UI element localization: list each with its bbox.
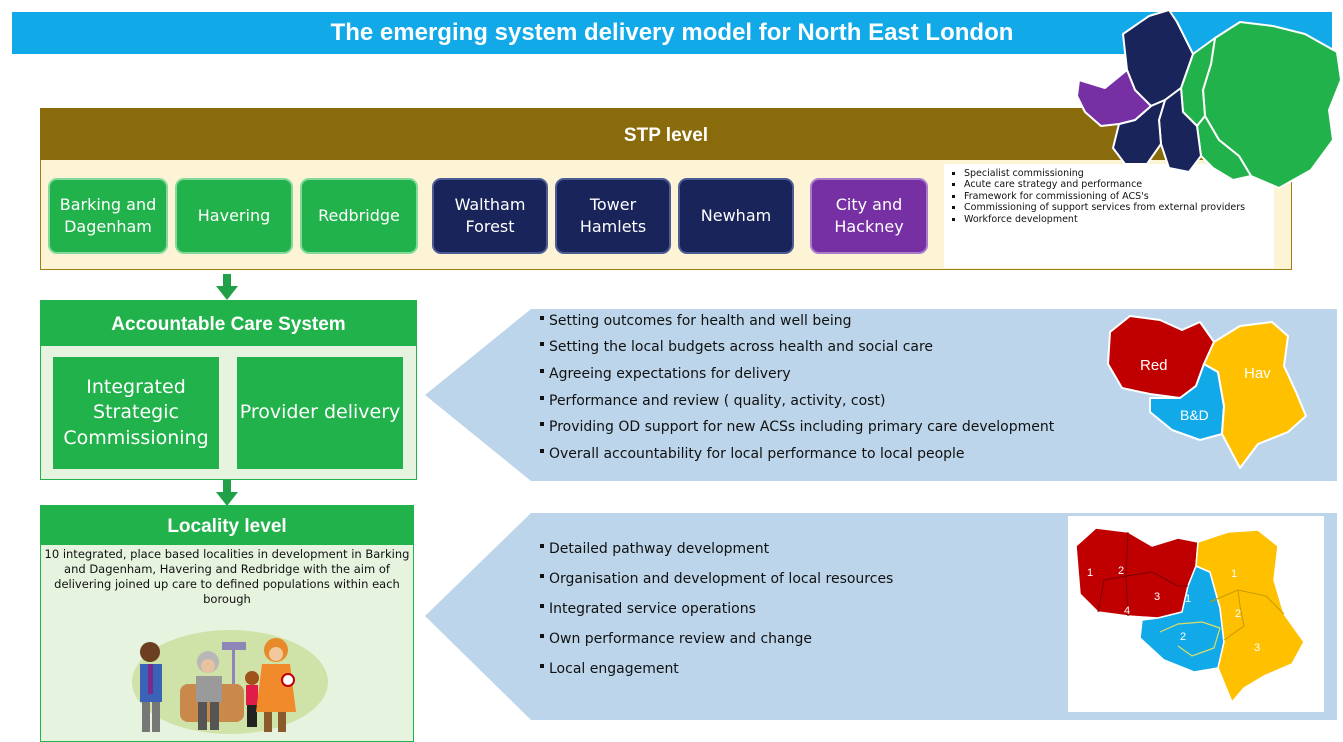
borough-city-and-hackney: City and Hackney bbox=[810, 178, 928, 254]
bullet-icon bbox=[540, 544, 544, 548]
borough-waltham-forest: Waltham Forest bbox=[432, 178, 548, 254]
list-item: Providing OD support for new ACSs includ… bbox=[540, 419, 1054, 435]
bullet-icon bbox=[540, 316, 544, 320]
stp-functions-list: Specialist commissioning Acute care stra… bbox=[944, 164, 1274, 268]
map-region-red-localities bbox=[1075, 527, 1199, 619]
list-item: Overall accountability for local perform… bbox=[540, 446, 965, 462]
list-item: Detailed pathway development bbox=[540, 541, 769, 557]
family-illustration bbox=[132, 630, 328, 734]
down-arrow-icon bbox=[216, 274, 238, 300]
acs-title: Accountable Care System bbox=[40, 300, 417, 346]
stp-level-header bbox=[40, 108, 1292, 160]
bullet-icon bbox=[540, 342, 544, 346]
map-label-red-4: 4 bbox=[1124, 605, 1130, 617]
list-item: Commissioning of support services from e… bbox=[964, 202, 1274, 213]
locality-map: 1 2 3 4 1 2 3 1 2 3 bbox=[1068, 516, 1324, 712]
list-item: Local engagement bbox=[540, 661, 679, 677]
bullet-icon bbox=[540, 369, 544, 373]
list-item: Workforce development bbox=[964, 214, 1274, 225]
bullet-icon bbox=[540, 634, 544, 638]
bullet-icon bbox=[540, 604, 544, 608]
map-label-yellow-3: 3 bbox=[1254, 642, 1260, 654]
borough-havering: Havering bbox=[175, 178, 293, 254]
locality-title: Locality level bbox=[40, 505, 414, 545]
list-item: Framework for commissioning of ACS's bbox=[964, 191, 1274, 202]
locality-description: 10 integrated, place based localities in… bbox=[44, 547, 410, 606]
map-label-bd: B&D bbox=[1180, 407, 1209, 423]
map-label-red-3: 3 bbox=[1154, 591, 1160, 603]
list-item: Setting the local budgets across health … bbox=[540, 339, 933, 355]
list-item: Performance and review ( quality, activi… bbox=[540, 393, 885, 409]
map-label-red-2: 2 bbox=[1118, 565, 1124, 577]
map-label-yellow-2: 2 bbox=[1235, 608, 1241, 620]
integrated-strategic-commissioning-box: Integrated Strategic Commissioning bbox=[53, 357, 219, 469]
page-title: The emerging system delivery model for N… bbox=[330, 19, 1014, 46]
title-bar bbox=[12, 12, 1332, 54]
list-item: Setting outcomes for health and well bei… bbox=[540, 313, 851, 329]
bullet-icon bbox=[540, 396, 544, 400]
borough-tower-hamlets: Tower Hamlets bbox=[555, 178, 671, 254]
list-item: Specialist commissioning bbox=[964, 168, 1274, 179]
bhr-borough-map: Red Hav B&D bbox=[1107, 315, 1307, 469]
map-label-blue-3: 3 bbox=[1144, 643, 1150, 655]
map-label-blue-1: 1 bbox=[1185, 593, 1191, 605]
north-east-london-map bbox=[1076, 9, 1342, 189]
stp-level-title: STP level bbox=[623, 125, 709, 146]
bullet-icon bbox=[540, 574, 544, 578]
borough-barking-and-dagenham: Barking and Dagenham bbox=[48, 178, 168, 254]
list-item: Integrated service operations bbox=[540, 601, 756, 617]
borough-newham: Newham bbox=[678, 178, 794, 254]
map-label-red: Red bbox=[1140, 357, 1168, 374]
borough-redbridge: Redbridge bbox=[300, 178, 418, 254]
bullet-icon bbox=[540, 664, 544, 668]
map-region-hav bbox=[1203, 321, 1307, 469]
down-arrow-icon bbox=[216, 480, 238, 506]
map-label-blue-2: 2 bbox=[1180, 631, 1186, 643]
map-label-hav: Hav bbox=[1244, 365, 1271, 382]
map-label-yellow-1: 1 bbox=[1231, 568, 1237, 580]
map-region-yellow-localities bbox=[1195, 529, 1305, 703]
map-label-red-1: 1 bbox=[1087, 567, 1093, 579]
provider-delivery-box: Provider delivery bbox=[237, 357, 403, 469]
list-item: Own performance review and change bbox=[540, 631, 812, 647]
map-region-city-and-hackney bbox=[1076, 69, 1152, 127]
list-item: Acute care strategy and performance bbox=[964, 179, 1274, 190]
list-item: Organisation and development of local re… bbox=[540, 571, 893, 587]
bullet-icon bbox=[540, 422, 544, 426]
bullet-icon bbox=[540, 449, 544, 453]
list-item: Agreeing expectations for delivery bbox=[540, 366, 791, 382]
